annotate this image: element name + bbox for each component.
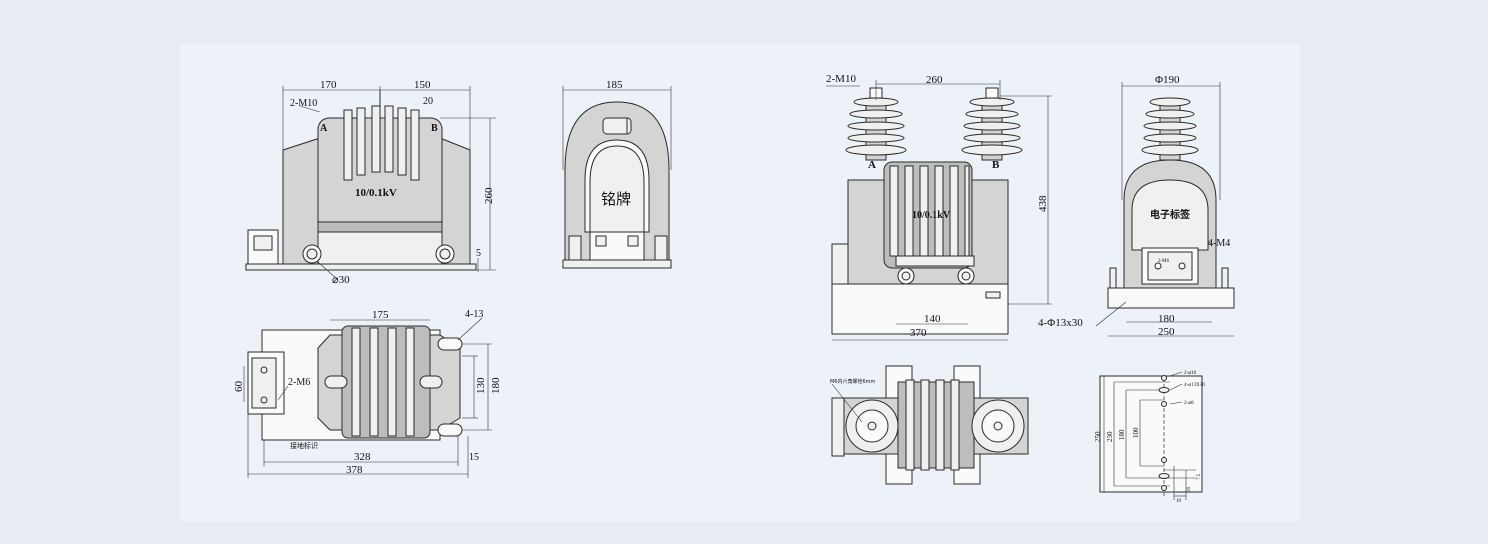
dim-15: 15 (469, 452, 479, 463)
bolt-m6: 2-M6 (288, 377, 310, 388)
base-dim-180: 180 (1118, 429, 1126, 440)
dim-180: 180 (490, 377, 502, 394)
base-note-3: 2-⌀8 (1184, 401, 1194, 406)
dim-5: 5 (476, 248, 481, 259)
holes-4-13: 4-13 (465, 309, 483, 320)
bushing-left (845, 87, 907, 161)
hv-terminal-b: B (992, 159, 1000, 171)
dim-438: 438 (1037, 195, 1049, 212)
base-dim-250: 250 (1094, 431, 1102, 442)
dim-260-hv: 260 (926, 74, 943, 86)
bushing-right (961, 87, 1023, 161)
bolt-label: 2-M10 (290, 98, 317, 109)
hex-bolt-note: M6内六角螺栓6mm (830, 378, 876, 385)
base-plate (245, 263, 477, 271)
dim-328: 328 (354, 451, 371, 463)
base-outline (1099, 375, 1203, 493)
dim-180-hv: 180 (1158, 313, 1175, 325)
hv-base-view (1099, 371, 1203, 500)
dim-250-hv: 250 (1158, 326, 1175, 338)
dim-140-hv: 140 (924, 313, 941, 325)
base-dim-100: 100 (1132, 427, 1140, 438)
bolt-m4: 4-M4 (1208, 238, 1230, 249)
dim-370: 370 (910, 327, 927, 339)
e-label: 电子标签 (1150, 208, 1191, 221)
base-dim-230: 230 (1106, 431, 1114, 442)
nameplate-label: 铭牌 (601, 190, 631, 208)
terminal-a: A (320, 123, 328, 134)
dim-185: 185 (606, 79, 623, 91)
base-note-2: 4-⌀13X30 (1184, 383, 1205, 388)
hv-bottom-view (831, 365, 1029, 485)
dim-170: 170 (320, 79, 337, 91)
hv-bolt: 2-M10 (826, 73, 856, 85)
dim-130: 130 (475, 377, 487, 394)
lv-side-view (562, 86, 672, 269)
dim-260: 260 (483, 187, 495, 204)
hv-side-view (1095, 82, 1235, 337)
terminal-b: B (431, 123, 438, 134)
lv-bottom-view (243, 317, 492, 478)
hv-front-view (826, 80, 1052, 341)
base-dim-10: 10 (1176, 499, 1182, 504)
plate-text: 2-M6 (1158, 259, 1170, 264)
hv-terminal-a: A (868, 159, 876, 171)
base-note-1: 2-⌀10 (1184, 371, 1197, 376)
ground-mark: 接地标识 (290, 441, 318, 450)
base-dim-7-5: 7.5 (1197, 473, 1202, 480)
dim-378: 378 (346, 464, 363, 476)
diameter-190: Φ190 (1155, 74, 1180, 86)
dim-60: 60 (233, 381, 245, 393)
rating-label: 10/0.1kV (355, 187, 397, 199)
hole-dia: ⌀30 (332, 274, 350, 286)
base-dim-16: 16 (1187, 487, 1192, 493)
hv-rating: 10/0.1kV (912, 210, 951, 221)
lv-front-view (245, 86, 496, 281)
dim-175: 175 (372, 309, 389, 321)
dim-20: 20 (423, 96, 433, 107)
dim-150: 150 (414, 79, 431, 91)
holes-13x30: 4-Φ13x30 (1038, 317, 1083, 329)
